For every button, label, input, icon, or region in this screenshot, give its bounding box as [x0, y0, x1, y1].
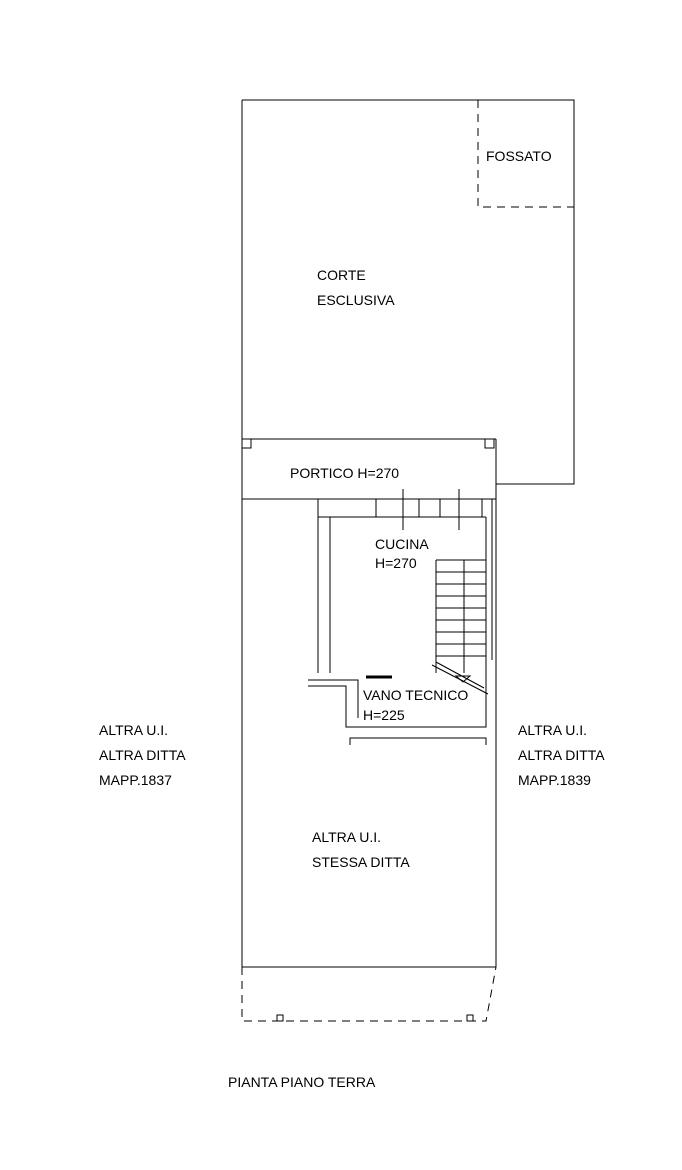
corte-boundary	[242, 99, 575, 485]
cucina-outer-wall	[317, 499, 331, 673]
staircase	[431, 559, 489, 695]
marker-left	[276, 1014, 284, 1022]
label-center-ui: ALTRA U.I.	[312, 829, 381, 845]
label-left-mapp: MAPP.1837	[99, 772, 172, 788]
label-left-ui: ALTRA U.I.	[99, 722, 168, 738]
label-right-ui: ALTRA U.I.	[518, 722, 587, 738]
label-left-ditta: ALTRA DITTA	[99, 747, 186, 763]
vano-inner-wall	[308, 679, 359, 718]
plan-title: PIANTA PIANO TERRA	[228, 1074, 376, 1090]
fossato-area	[477, 100, 574, 208]
label-cucina: CUCINA	[375, 536, 429, 552]
pillar-right	[484, 438, 495, 449]
label-right-mapp: MAPP.1839	[518, 772, 591, 788]
label-vano-tecnico: VANO TECNICO	[363, 687, 468, 703]
pillar-left	[241, 438, 252, 449]
label-portico: PORTICO H=270	[290, 465, 399, 481]
marker-right	[466, 1014, 474, 1022]
label-right-ditta: ALTRA DITTA	[518, 747, 605, 763]
label-fossato: FOSSATO	[486, 148, 552, 164]
label-vano-height: H=225	[363, 707, 405, 723]
label-center-ditta: STESSA DITTA	[312, 854, 410, 870]
vano-walls	[308, 673, 487, 728]
label-esclusiva: ESCLUSIVA	[317, 292, 395, 308]
bottom-dashed-area	[241, 966, 497, 1022]
label-corte: CORTE	[317, 267, 366, 283]
vano-bottom-wall	[349, 737, 487, 745]
label-cucina-height: H=270	[375, 555, 417, 571]
